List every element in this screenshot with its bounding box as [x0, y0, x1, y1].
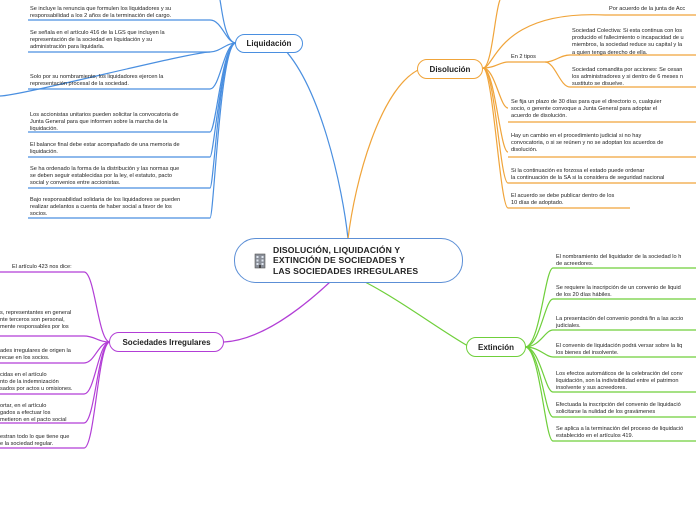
- liquidacion-item[interactable]: Se incluye la renuncia que formulen los …: [30, 6, 172, 20]
- branch-disolucion-label: Disolución: [429, 64, 471, 74]
- extincion-leaf-lines: [553, 267, 696, 442]
- branch-extincion-label: Extinción: [477, 342, 514, 352]
- central-title: DISOLUCIÓN, LIQUIDACIÓN Y EXTINCIÓN DE S…: [273, 244, 419, 276]
- irregulares-item[interactable]: ades irregulares de origen la recae en l…: [0, 348, 71, 362]
- central-topic[interactable]: DISOLUCIÓN, LIQUIDACIÓN Y EXTINCIÓN DE S…: [234, 238, 463, 283]
- disolucion-sub-label[interactable]: En 2 tipos: [511, 54, 536, 60]
- liquidacion-item[interactable]: Bajo responsabilidad solidaria de los li…: [30, 197, 181, 218]
- irregulares-item[interactable]: s, representantes en general nte tercero…: [0, 310, 72, 331]
- extincion-item[interactable]: Se requiere la inscripción de un conveni…: [556, 285, 681, 299]
- irregulares-connectors: [83, 271, 331, 449]
- extincion-item[interactable]: Efectuada la inscripción del convenio de…: [556, 402, 681, 416]
- branch-extincion[interactable]: Extinción: [466, 337, 526, 357]
- disolucion-item[interactable]: Se fija un plazo de 30 días para que el …: [511, 99, 662, 120]
- disolucion-item[interactable]: Si la continuación es forzosa el estado …: [511, 168, 665, 182]
- liquidacion-item[interactable]: Los accionistas unitarios pueden solicit…: [30, 112, 179, 133]
- branch-liquidacion[interactable]: Liquidación: [235, 34, 303, 53]
- extincion-item[interactable]: Los efectos automáticos de la celebració…: [556, 371, 683, 392]
- irregulares-item[interactable]: ortar, en el artículo gados a efectuar l…: [0, 403, 67, 424]
- disolucion-connectors: [347, 0, 606, 240]
- extincion-connectors: [364, 267, 554, 442]
- branch-irregulares[interactable]: Sociedades Irregulares: [109, 332, 224, 352]
- branch-disolucion[interactable]: Disolución: [417, 59, 483, 79]
- extincion-item[interactable]: El nombramiento del liquidador de la soc…: [556, 254, 682, 268]
- extincion-item[interactable]: La presentación del convenio pondrá fin …: [556, 316, 684, 330]
- irregulares-leaf-lines: [0, 271, 84, 449]
- extincion-item[interactable]: Se aplica a la terminación del proceso d…: [556, 426, 684, 440]
- irregulares-item[interactable]: El artículo 423 nos dice:: [12, 264, 72, 270]
- liquidacion-item[interactable]: Se ha ordenado la forma de la distribuci…: [30, 166, 180, 187]
- liquidacion-item[interactable]: Se señala en el artículo 416 de la LGS q…: [30, 30, 165, 51]
- disolucion-leaf-lines: [508, 14, 696, 209]
- disolucion-item[interactable]: Hay un cambio en el procedimiento judici…: [511, 133, 664, 154]
- building-icon: [253, 253, 267, 269]
- disolucion-item[interactable]: El acuerdo se debe publicar dentro de lo…: [511, 193, 615, 207]
- disolucion-sub-item[interactable]: Sociedad Colectiva: Si esta continua con…: [572, 28, 684, 56]
- irregulares-item[interactable]: cidas en el artículo nto de la indemniza…: [0, 372, 73, 393]
- liquidacion-item[interactable]: Solo por su nombramiento, los liquidador…: [30, 74, 164, 88]
- irregulares-item[interactable]: estran todo lo que tiene que e la socied…: [0, 434, 70, 448]
- branch-irregulares-label: Sociedades Irregulares: [122, 337, 211, 347]
- liquidacion-item[interactable]: El balance final debe estar acompañado d…: [30, 142, 180, 156]
- disolucion-top-item[interactable]: Por acuerdo de la junta de Acc: [609, 6, 686, 12]
- disolucion-sub-item[interactable]: Sociedad comandita por acciones: Se cesa…: [572, 67, 683, 88]
- liquidacion-leaf-lines: [28, 19, 210, 219]
- extincion-item[interactable]: El convenio de liquidación podrá versar …: [556, 343, 683, 357]
- liquidacion-connectors: [0, 0, 349, 240]
- branch-liquidacion-label: Liquidación: [246, 39, 292, 48]
